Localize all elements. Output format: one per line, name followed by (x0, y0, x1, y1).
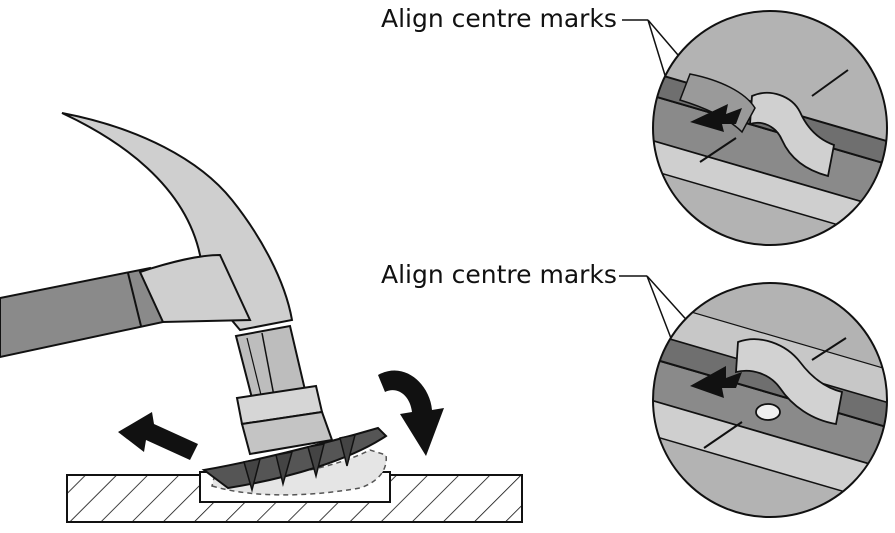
label-top: Align centre marks (381, 4, 617, 33)
push-arrow-icon (118, 412, 198, 460)
label-bottom: Align centre marks (381, 260, 617, 289)
detail-circle-top (652, 10, 888, 246)
rotate-arrow-icon (378, 370, 444, 456)
detail-circle-bottom (652, 282, 888, 518)
hammer (0, 112, 334, 456)
align-arrow-top-icon (690, 104, 742, 132)
hammer-head (61, 112, 294, 332)
align-arrow-bottom-icon (690, 366, 742, 398)
plug (201, 426, 388, 496)
